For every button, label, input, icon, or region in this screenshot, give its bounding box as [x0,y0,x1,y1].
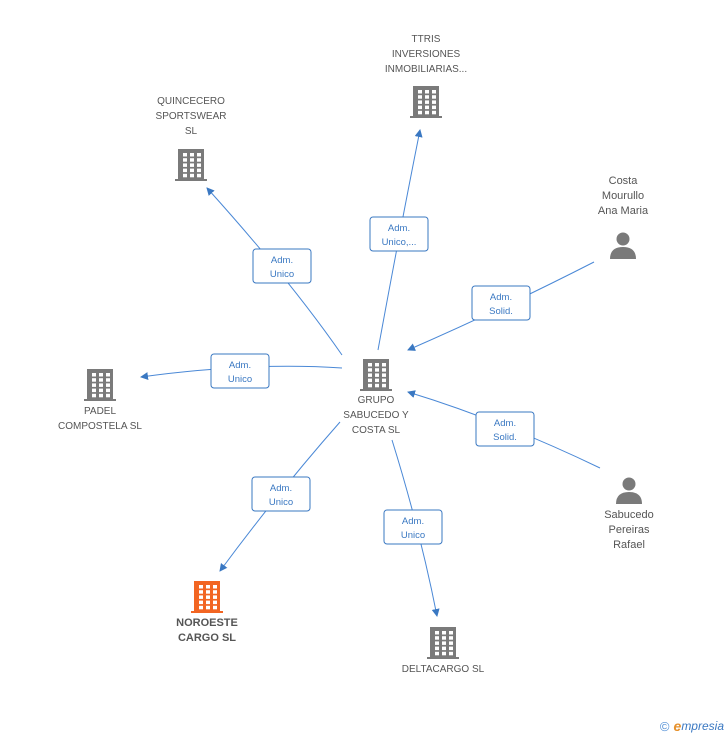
node-padel[interactable]: PADEL COMPOSTELA SL [58,369,142,432]
building-icon [84,369,116,401]
edge-label-text: Adm. [494,418,516,429]
edge-label-text: Unico [270,269,294,280]
edge-label-costa[interactable]: Adm. Solid. [471,285,531,321]
building-icon [175,149,207,181]
node-label: INVERSIONES [392,49,461,60]
edge-label-deltacargo[interactable]: Adm. Unico [383,509,443,545]
edge-label-box [251,476,311,512]
building-icon [427,627,459,659]
brand-logo-e: e [673,718,682,734]
edge-label-text: Unico,... [382,237,417,248]
node-noroeste[interactable]: NOROESTE CARGO SL [176,581,238,644]
node-label: Costa [609,175,639,187]
node-label: QUINCECERO [157,96,225,107]
edge-label-noroeste[interactable]: Adm. Unico [251,476,311,512]
node-label: Ana Maria [598,205,649,217]
node-deltacargo[interactable]: DELTACARGO SL [402,627,485,675]
edge-label-text: Solid. [493,432,517,443]
person-icon [610,232,636,259]
node-label: SPORTSWEAR [156,111,227,122]
edge-label-box [210,353,270,389]
edge-label-sabucedo[interactable]: Adm. Solid. [475,411,535,447]
node-label: GRUPO [358,395,395,406]
edge-label-padel[interactable]: Adm. Unico [210,353,270,389]
edge-label-text: Unico [401,530,425,541]
edge-label-text: Solid. [489,306,513,317]
building-icon [191,581,223,613]
copyright-symbol: © [659,718,670,734]
edge-label-box [252,248,312,284]
node-center[interactable]: GRUPO SABUCEDO Y COSTA SL [343,359,409,436]
node-label: Pereiras [609,524,650,536]
edge-label-box [471,285,531,321]
node-label: NOROESTE [176,617,238,629]
building-icon [410,86,442,118]
node-label: CARGO SL [178,632,236,644]
building-icon [360,359,392,391]
brand-name: mpresia [681,719,724,733]
edge-label-box [369,216,429,252]
node-quincecero[interactable]: QUINCECERO SPORTSWEAR SL [156,96,227,181]
node-label: INMOBILIARIAS... [385,64,467,75]
node-label: TTRIS [412,34,441,45]
node-label: Mourullo [602,190,644,202]
edge-label-text: Adm. [271,255,293,266]
node-label: SL [185,126,198,137]
edge-label-box [475,411,535,447]
node-ttris[interactable]: TTRIS INVERSIONES INMOBILIARIAS... [385,34,467,118]
edge-label-text: Adm. [229,360,251,371]
edge-label-text: Unico [228,374,252,385]
edge-label-box [383,509,443,545]
node-label: PADEL [84,406,116,417]
edge-label-ttris[interactable]: Adm. Unico,... [369,216,429,252]
node-label: COMPOSTELA SL [58,421,142,432]
edge-label-text: Adm. [402,516,424,527]
node-label: DELTACARGO SL [402,664,485,675]
edge-label-text: Adm. [388,223,410,234]
edge-label-text: Unico [269,497,293,508]
edge-label-text: Adm. [490,292,512,303]
edge-label-text: Adm. [270,483,292,494]
node-label: COSTA SL [352,425,401,436]
node-label: Sabucedo [604,509,654,521]
person-icon [616,477,642,504]
node-label: SABUCEDO Y [343,410,409,421]
node-label: Rafael [613,539,645,551]
edge-label-quincecero[interactable]: Adm. Unico [252,248,312,284]
